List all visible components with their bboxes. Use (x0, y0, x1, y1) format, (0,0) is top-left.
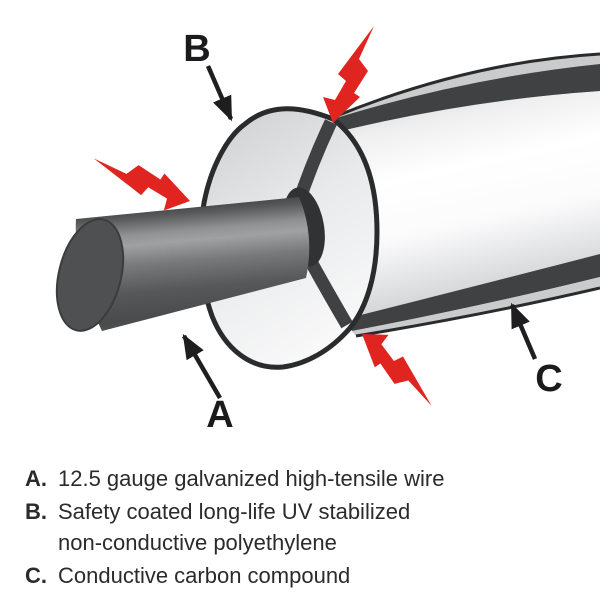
legend-item-key: C. (25, 563, 47, 588)
legend-line: 12.5 gauge galvanized high-tensile wire (58, 466, 445, 491)
legend-line: Conductive carbon compound (58, 563, 351, 588)
diagram-label-b: B (183, 28, 210, 70)
diagram-label-a: A (206, 394, 233, 436)
steel-wire-core (75, 197, 310, 331)
cable-top-surface-sliver (333, 54, 600, 119)
legend-item: C. Conductive carbon compound (25, 560, 580, 591)
diagram-label-c: C (535, 358, 562, 400)
callout-arrow-c (509, 302, 538, 360)
cable-bottom-surface-sliver (352, 277, 600, 336)
cable-top-outline (333, 52, 600, 119)
legend-item-text: 12.5 gauge galvanized high-tensile wire (58, 463, 580, 494)
bottom-carbon-stripe (345, 254, 600, 331)
lightning-bolt-top-icon (323, 26, 374, 123)
lightning-bolt-bottom-icon (362, 334, 432, 406)
legend: A. 12.5 gauge galvanized high-tensile wi… (25, 463, 580, 593)
legend-item-text: Safety coated long-life UV stabilized no… (58, 496, 580, 558)
lightning-bolt-left-icon (93, 158, 190, 211)
callout-arrow-b (205, 65, 234, 122)
top-carbon-stripe (333, 64, 600, 131)
legend-item-text: Conductive carbon compound (58, 560, 580, 591)
cable-body (333, 53, 600, 332)
legend-item: A. 12.5 gauge galvanized high-tensile wi… (25, 463, 580, 494)
legend-item: B. Safety coated long-life UV stabilized… (25, 496, 580, 558)
legend-item-key: B. (25, 499, 47, 524)
legend-line: Safety coated long-life UV stabilized (58, 499, 411, 524)
legend-line: non-conductive polyethylene (58, 530, 337, 555)
legend-item-key: A. (25, 466, 47, 491)
callout-arrow-a (182, 333, 222, 400)
wire-end-cap (55, 218, 125, 332)
cable-bottom-outline (355, 286, 600, 338)
